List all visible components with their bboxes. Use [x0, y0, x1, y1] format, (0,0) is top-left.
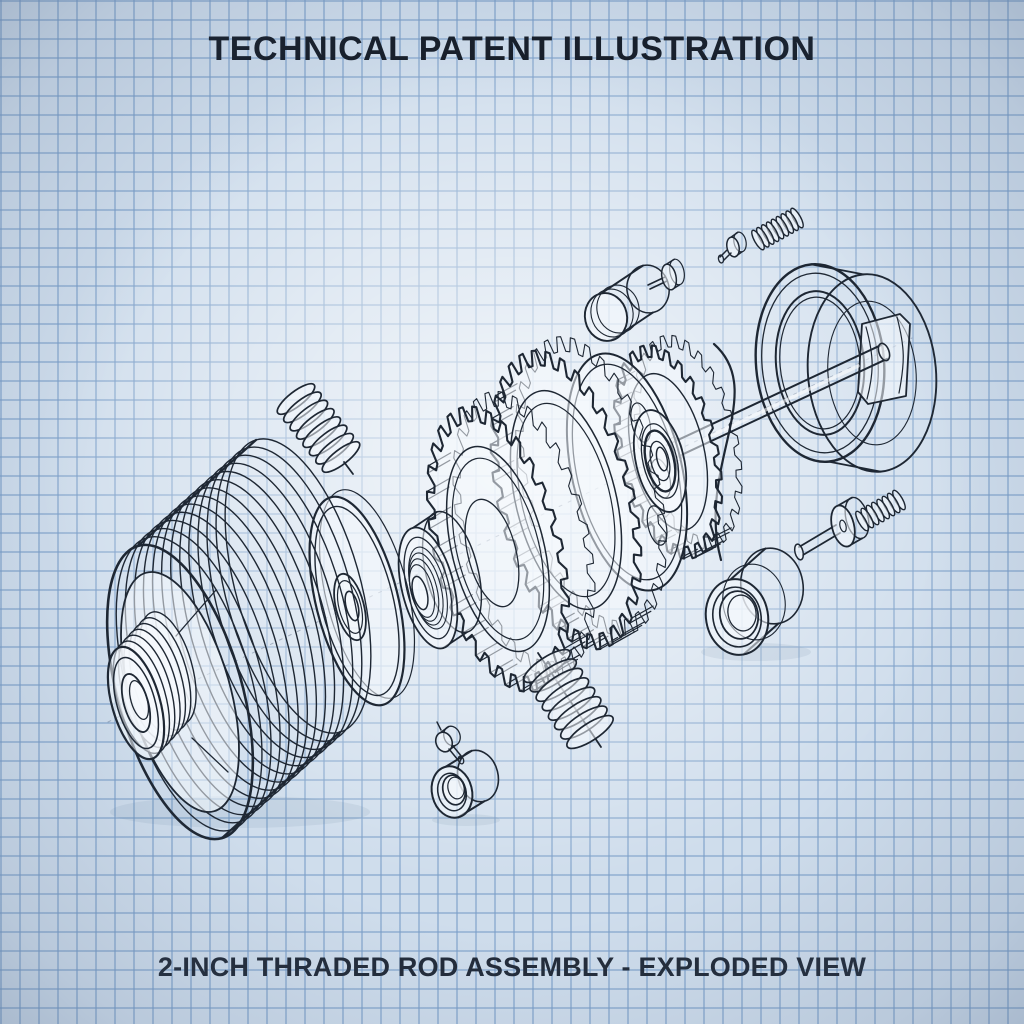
figure-caption: 2-INCH THRADED ROD ASSEMBLY - EXPLODED V… [157, 952, 867, 982]
ring-housing [754, 263, 938, 473]
sleeve-bushing [704, 547, 805, 656]
jam-screw [434, 721, 465, 765]
coil-spring-left [276, 382, 361, 475]
center-axis-line [107, 337, 913, 723]
piston-plunger [583, 258, 685, 342]
ground-shadows [110, 643, 811, 828]
shoulder-bolt [793, 496, 870, 561]
threaded-drum [105, 438, 372, 841]
ball-bearing [632, 409, 688, 513]
guide-arc [712, 342, 736, 562]
coil-spring-right [855, 489, 906, 532]
coil-spring-bottom [523, 648, 614, 750]
coil-spring-upper [751, 207, 804, 251]
roller-bushing [430, 749, 500, 819]
end-plate-disc [308, 489, 416, 707]
page-title: TECHNICAL PATENT ILLUSTRATION [208, 30, 816, 68]
set-screw [717, 231, 747, 264]
